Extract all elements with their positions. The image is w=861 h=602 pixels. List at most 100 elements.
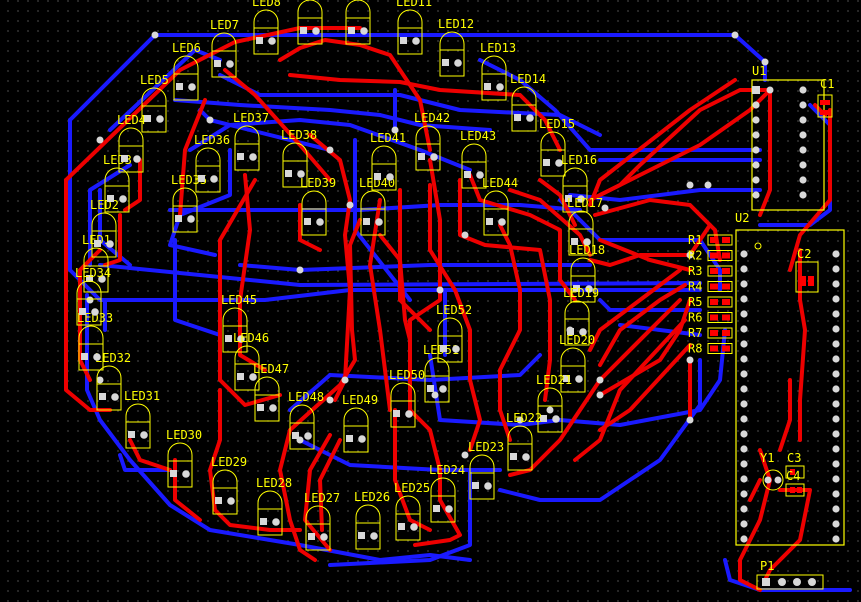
led-pad-round xyxy=(187,215,195,223)
led-footprint: LED47 xyxy=(253,362,289,422)
led-outline xyxy=(537,387,563,433)
led-outline xyxy=(507,425,533,471)
led-label: LED24 xyxy=(429,463,465,477)
led-outline xyxy=(568,210,594,256)
resistor-label: R7 xyxy=(688,326,702,340)
via xyxy=(341,376,349,384)
led-outline xyxy=(222,307,248,353)
led-pad-round xyxy=(182,470,190,478)
u2-pin xyxy=(832,385,840,393)
via xyxy=(86,296,94,304)
u1-pin xyxy=(752,176,760,184)
led-pad-square xyxy=(121,155,128,162)
u2-pin xyxy=(832,340,840,348)
led-footprint: LED16 xyxy=(561,153,597,213)
u2-pin xyxy=(740,280,748,288)
led-pad-round xyxy=(484,482,492,490)
led-pad-round xyxy=(496,83,504,91)
via xyxy=(461,451,469,459)
via xyxy=(731,31,739,39)
led-pad-square xyxy=(510,453,517,460)
via xyxy=(686,251,694,259)
led-footprint: LED9 xyxy=(297,0,323,45)
u1-pin xyxy=(752,191,760,199)
led-footprint: LED37 xyxy=(233,111,269,171)
led-pad-round xyxy=(316,218,324,226)
resistor-pad xyxy=(722,314,730,321)
u1-pin xyxy=(799,176,807,184)
via xyxy=(346,201,354,209)
via xyxy=(436,286,444,294)
led-label: LED30 xyxy=(166,428,202,442)
led-pad-square xyxy=(484,83,491,90)
resistor-label: R4 xyxy=(688,280,702,294)
y1-crystal: Y1 xyxy=(760,451,784,491)
led-pad-round xyxy=(249,153,257,161)
via xyxy=(296,266,304,274)
u2-pin xyxy=(832,535,840,543)
led-label: LED50 xyxy=(389,368,425,382)
resistor-label: R3 xyxy=(688,264,702,278)
u1-pin xyxy=(752,101,760,109)
led-pad-round xyxy=(304,432,312,440)
led-pad-round xyxy=(555,159,563,167)
via xyxy=(206,116,214,124)
led-label: LED40 xyxy=(359,176,395,190)
led-pad-round xyxy=(412,37,420,45)
led-label: LED2 xyxy=(90,198,119,212)
led-pad-round xyxy=(297,170,305,178)
led-outline xyxy=(234,345,260,391)
resistor-label: R8 xyxy=(688,342,702,356)
led-outline xyxy=(562,167,588,213)
led-label: LED47 xyxy=(253,362,289,376)
u1-pin xyxy=(752,86,760,94)
led-label: LED22 xyxy=(506,411,542,425)
led-pad-square xyxy=(198,175,205,182)
via xyxy=(516,416,524,424)
p1-label: P1 xyxy=(760,559,774,573)
resistor-pad xyxy=(710,345,718,352)
led-label: LED45 xyxy=(221,293,257,307)
resistor-label: R5 xyxy=(688,295,702,309)
led-pad-square xyxy=(571,238,578,245)
led-footprint: LED33 xyxy=(77,311,113,371)
via xyxy=(766,86,774,94)
led-pad-round xyxy=(188,83,196,91)
led-pad-square xyxy=(472,482,479,489)
c4-capacitor: C4 xyxy=(785,469,805,497)
led-pad-square xyxy=(427,385,434,392)
resistor-outline xyxy=(707,312,733,323)
via xyxy=(326,396,334,404)
via xyxy=(96,376,104,384)
led-outline xyxy=(355,504,381,550)
u2-pin xyxy=(740,505,748,513)
led-pad-square xyxy=(400,37,407,44)
resistor-outline xyxy=(707,296,733,308)
resistor-pad xyxy=(710,314,718,321)
u2-pin xyxy=(832,445,840,453)
led-pad-square xyxy=(418,153,425,160)
u1-pins xyxy=(752,86,807,199)
led-label: LED7 xyxy=(210,18,239,32)
led-pad-square xyxy=(514,114,521,121)
led-footprint: LED4 xyxy=(117,113,146,173)
led-pad-square xyxy=(292,432,299,439)
led-outline xyxy=(297,0,323,45)
led-pad-round xyxy=(498,218,506,226)
via xyxy=(391,126,399,134)
led-outline xyxy=(257,490,283,536)
led-footprint: LED11 xyxy=(396,0,432,55)
led-pad-round xyxy=(579,328,587,336)
led-label: LED14 xyxy=(510,72,546,86)
led-label: LED26 xyxy=(354,490,390,504)
u1-pin xyxy=(799,116,807,124)
resistor-label: R2 xyxy=(688,249,702,263)
led-footprint: LED45 xyxy=(221,293,257,353)
led-outline xyxy=(345,0,371,45)
led-pad-square xyxy=(540,415,547,422)
led-pad-square xyxy=(176,83,183,90)
led-pad-square xyxy=(393,410,400,417)
led-pad-square xyxy=(300,27,307,34)
led-footprint: LED46 xyxy=(233,331,269,391)
led-pad-round xyxy=(140,431,148,439)
